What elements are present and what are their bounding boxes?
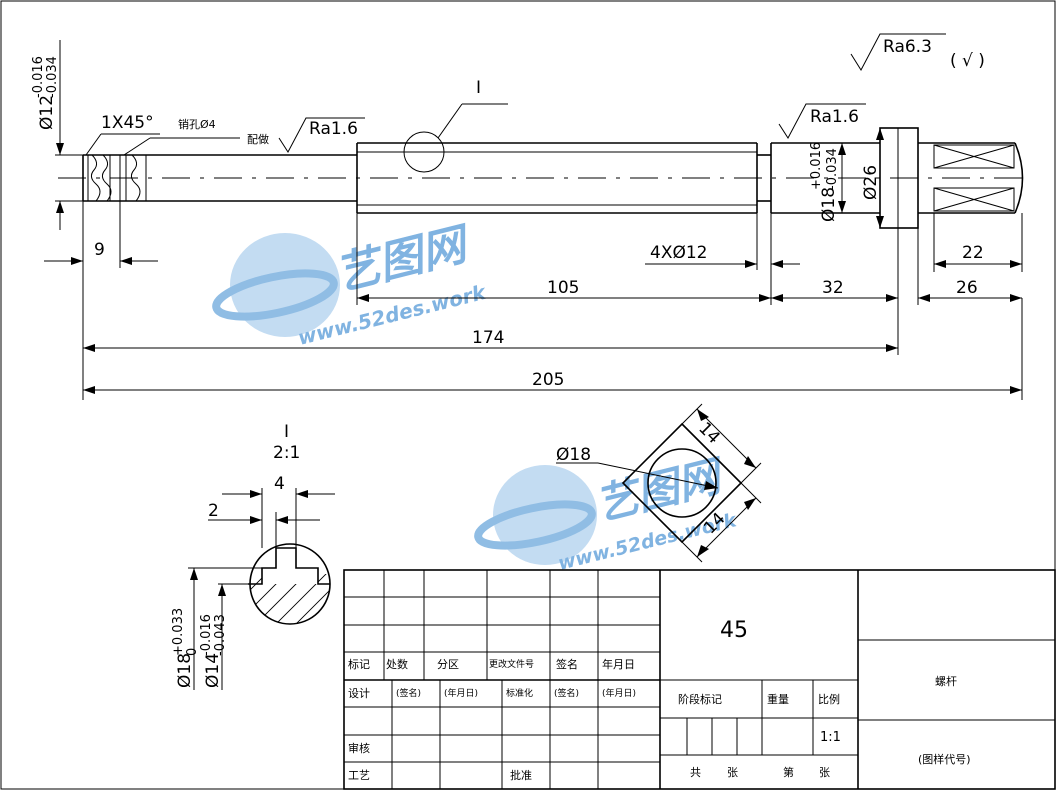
- detail-circle: [403, 131, 445, 173]
- tb-change-doc: 更改文件号: [489, 658, 534, 670]
- detail-scale: 2:1: [273, 443, 300, 463]
- dim-4x12: 4XØ12: [650, 243, 707, 263]
- tb-approve: 批准: [510, 768, 532, 782]
- tb-total: 共: [690, 766, 701, 779]
- tb-process: 工艺: [348, 769, 370, 782]
- detail-dia18-tol-lower: 0: [185, 648, 200, 656]
- tb-sheets: 张: [727, 766, 738, 779]
- tb-stage-mark: 阶段标记: [678, 692, 722, 706]
- title-block: 45 螺杆 (图样代号) 标记 处数 分区 更改文件号 签名 年月日 设计 (签…: [343, 569, 1056, 790]
- tb-scale-value: 1:1: [820, 730, 841, 745]
- dim-205: 205: [532, 370, 564, 390]
- ra-1-6-left: Ra1.6: [309, 119, 358, 139]
- dia12-tol-lower: -0.034: [45, 56, 60, 98]
- detail-dia18-tol-upper: +0.033: [171, 608, 186, 656]
- dim-22: 22: [962, 243, 984, 263]
- tb-sign-paren-2: (签名): [554, 687, 579, 699]
- tb-standardize: 标准化: [506, 687, 533, 699]
- ra-6-3-suffix: ( √ ): [950, 51, 985, 71]
- shaft-main-view: I: [58, 78, 1030, 229]
- dim-26: 26: [956, 278, 978, 298]
- detail-dia14: Ø14: [203, 653, 223, 688]
- detail-dim-2: 2: [208, 501, 219, 521]
- detail-dia14-tol-upper: -0.016: [199, 614, 214, 656]
- main-annotations: Ø12 -0.016 -0.034 1X45° 销孔Ø4 配做 Ra1.6 Ra…: [31, 33, 1023, 400]
- detail-marker: I: [476, 78, 481, 98]
- chamfer-label: 1X45°: [101, 113, 154, 133]
- tb-date-paren: (年月日): [444, 687, 478, 699]
- tb-zone: 分区: [437, 658, 459, 671]
- dim-174: 174: [472, 328, 504, 348]
- dim-9: 9: [94, 240, 105, 260]
- tb-page: 第: [783, 765, 794, 779]
- tb-sheet: 张: [819, 766, 830, 779]
- section-dia18: Ø18: [556, 445, 591, 465]
- tb-weight: 重量: [767, 692, 789, 706]
- section-dim-14a: 14: [694, 419, 723, 448]
- tb-drawing-no: (图样代号): [918, 752, 971, 766]
- tb-count: 处数: [386, 658, 408, 671]
- dim-105: 105: [547, 278, 579, 298]
- detail-dia14-tol-lower: -0.043: [213, 614, 228, 656]
- detail-dia18: Ø18: [175, 653, 195, 688]
- dia12-tol-upper: -0.016: [31, 56, 46, 98]
- tb-date: 年月日: [602, 657, 635, 671]
- dia26-label: Ø26: [861, 165, 881, 200]
- tb-review: 审核: [348, 741, 370, 755]
- pin-hole-label: 销孔Ø4: [178, 117, 216, 131]
- ra-1-6-right: Ra1.6: [810, 107, 859, 127]
- ra-6-3-global: Ra6.3: [883, 37, 932, 57]
- detail-title: I: [284, 422, 289, 442]
- dia18-right-label: Ø18: [819, 187, 839, 222]
- match-drill-label: 配做: [247, 132, 269, 146]
- watermark-1: 艺图网 www.52des.work: [212, 218, 489, 350]
- tb-part-name: 螺杆: [935, 674, 957, 688]
- tb-date-paren-2: (年月日): [602, 687, 636, 699]
- detail-view-I: I 2:1: [171, 422, 335, 690]
- tb-material: 45: [720, 618, 748, 643]
- dia18-right-tol-upper: +0.016: [809, 142, 824, 190]
- tb-design: 设计: [348, 687, 370, 700]
- tb-mark: 标记: [348, 657, 370, 671]
- tb-signature: 签名: [556, 657, 578, 671]
- detail-dim-4: 4: [274, 474, 285, 494]
- tb-sign-paren: (签名): [396, 687, 421, 699]
- dim-32: 32: [822, 278, 844, 298]
- dia12-label: Ø12: [37, 95, 57, 130]
- tb-scale: 比例: [818, 692, 840, 706]
- dia18-right-tol-lower: -0.034: [825, 148, 840, 190]
